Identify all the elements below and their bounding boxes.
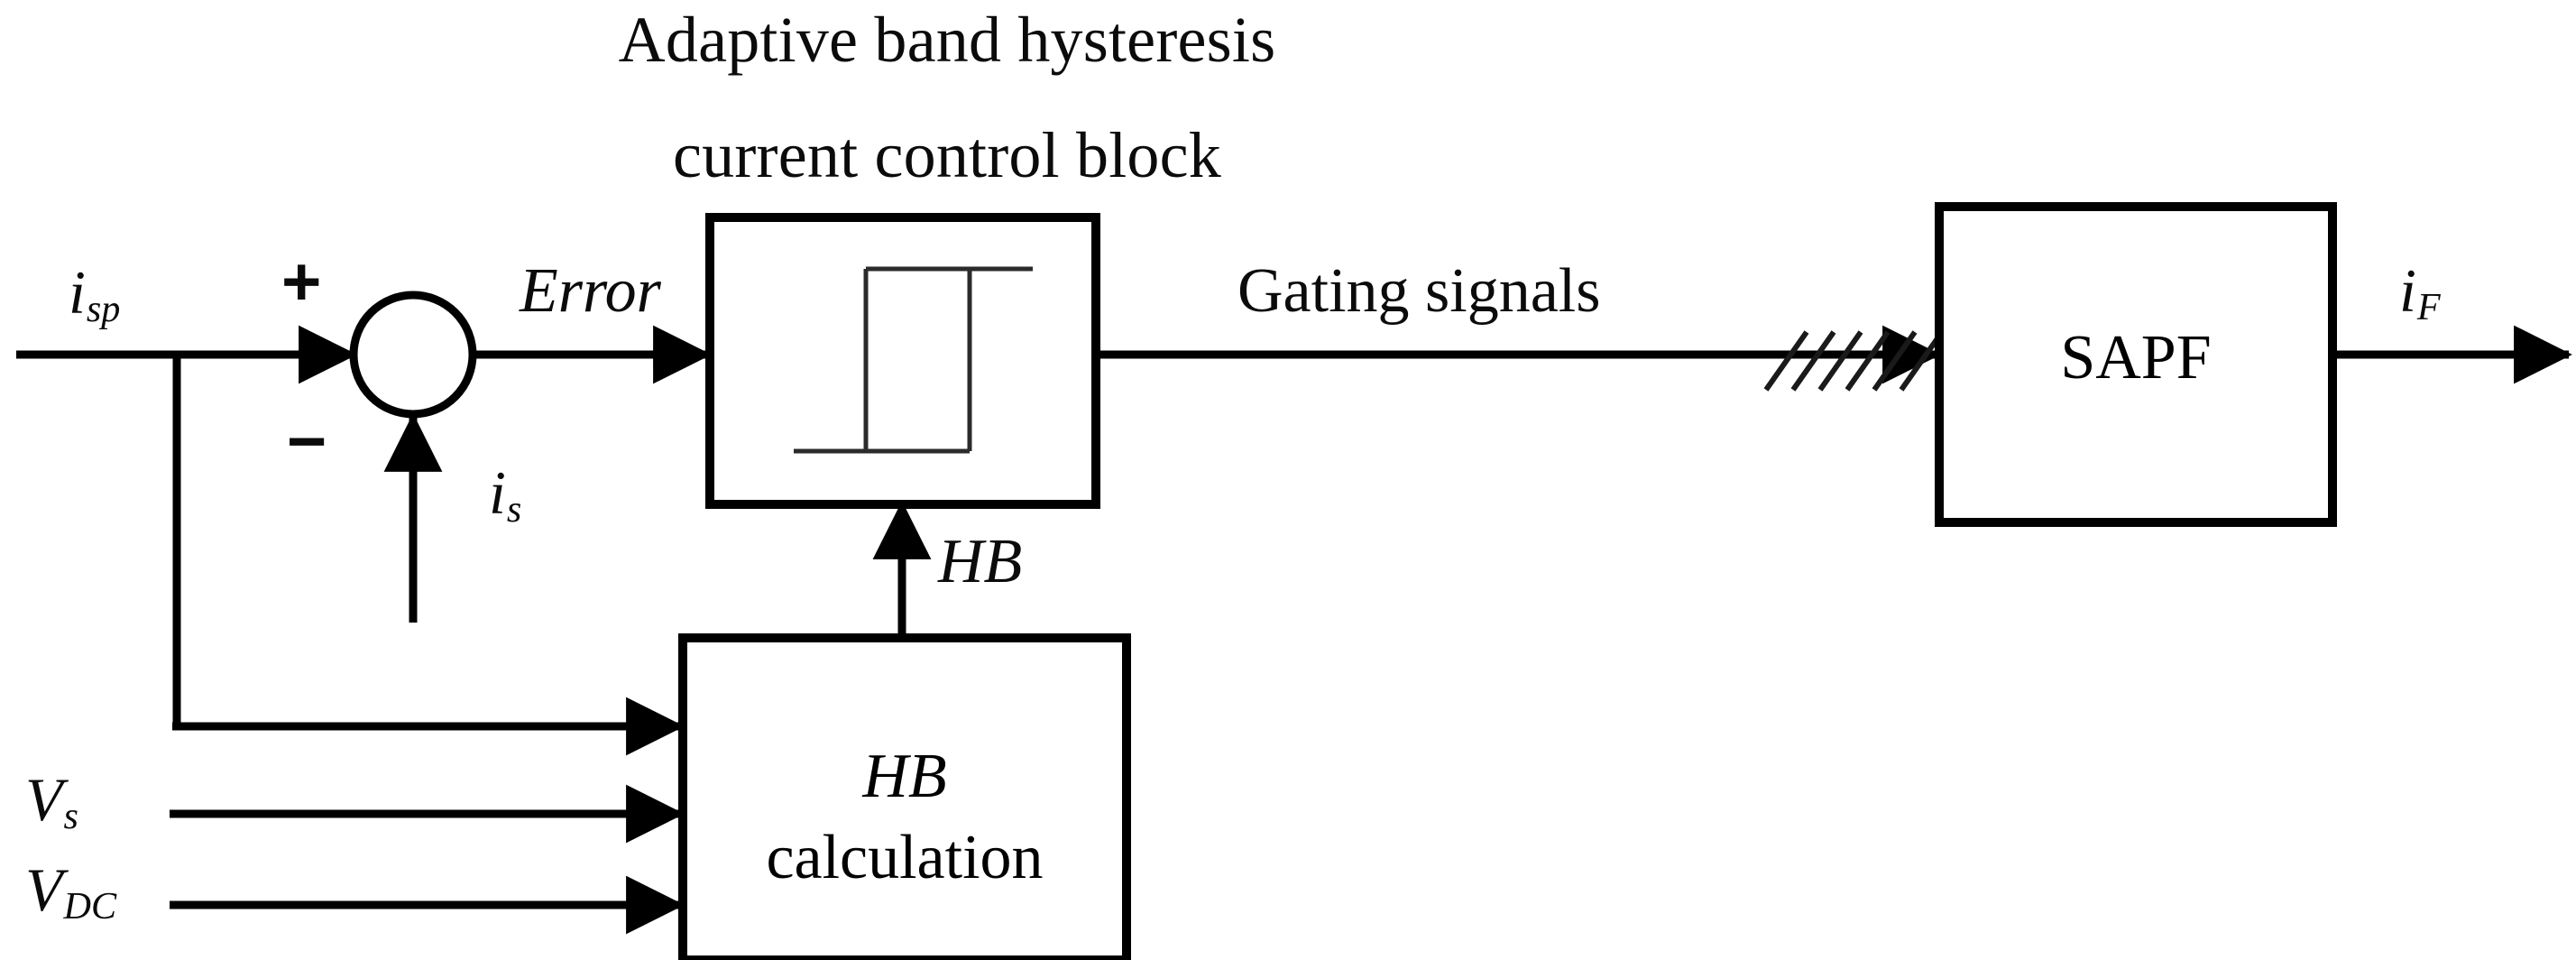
label-is-subscript: s [506, 488, 522, 531]
label-reference-current: isp [69, 262, 120, 328]
label-gating-signals: Gating signals [1237, 256, 1601, 326]
summing-junction-minus-sign: − [287, 403, 327, 480]
label-source-voltage: Vs [25, 769, 78, 835]
hb-calculation-label-line-1: HB [862, 742, 947, 811]
summing-junction-circle [349, 291, 477, 419]
sapf-block[interactable] [1935, 202, 2337, 527]
label-isp-subscript: sp [86, 288, 121, 331]
sapf-block-label: SAPF [2060, 323, 2212, 392]
label-vdc-subscript: DC [63, 885, 117, 928]
label-isp-base: i [69, 258, 86, 327]
label-vdc-base: V [25, 855, 63, 924]
label-is-base: i [489, 458, 506, 527]
label-if-subscript: F [2416, 286, 2441, 329]
label-error: Error [520, 256, 661, 326]
label-hysteresis-band: HB [938, 527, 1023, 596]
diagram-title-line-2: current control block [673, 119, 1221, 191]
hb-calculation-block[interactable] [678, 633, 1131, 960]
hysteresis-relay-curve-icon [794, 266, 1033, 454]
hysteresis-controller-block[interactable] [705, 213, 1100, 509]
label-sensed-current: is [489, 462, 521, 529]
label-if-base: i [2399, 256, 2416, 325]
bus-hatch-marks-icon [1763, 330, 1945, 392]
label-dc-link-voltage: VDC [25, 859, 116, 926]
label-vs-subscript: s [63, 795, 78, 838]
diagram-title-line-1: Adaptive band hysteresis [618, 4, 1276, 76]
label-filter-current: iF [2399, 260, 2441, 327]
hb-calculation-block-label: HB calculation [683, 742, 1127, 894]
summing-junction-plus-sign: + [281, 244, 322, 320]
label-vs-base: V [25, 765, 63, 834]
hb-calculation-label-line-2: calculation [766, 823, 1044, 893]
